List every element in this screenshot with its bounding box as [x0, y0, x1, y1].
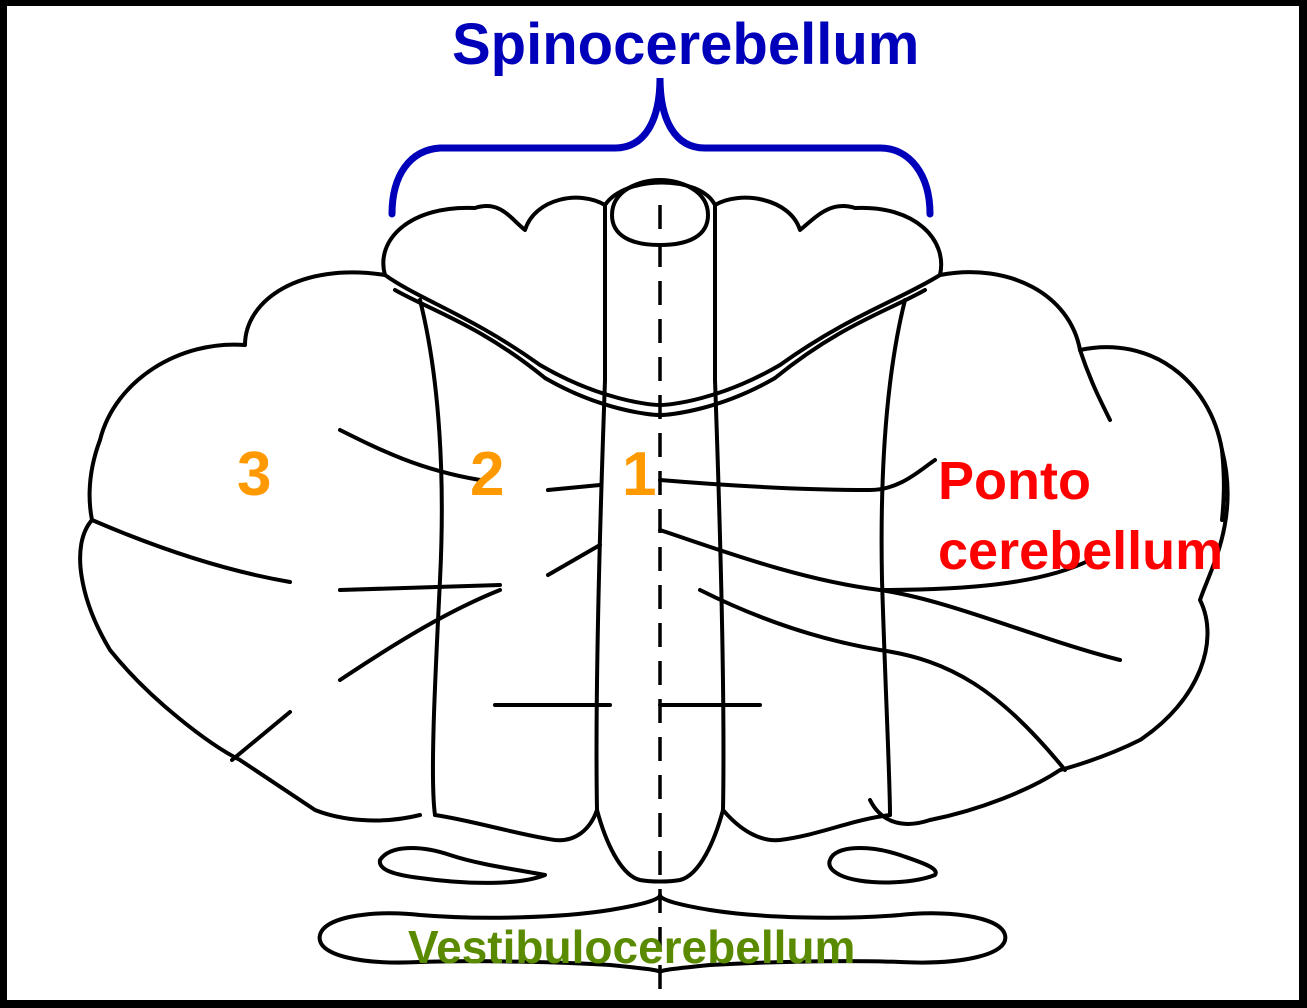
fissure-right-1 [660, 460, 935, 490]
vermis-right [715, 205, 723, 810]
fissure-left-4 [340, 590, 500, 680]
tonsil-left [380, 848, 545, 883]
zone-3-label: 3 [237, 444, 271, 506]
bottom-curve-right [723, 810, 890, 840]
zone-2-label: 2 [470, 444, 504, 506]
spinocerebellum-label: Spinocerebellum [452, 16, 919, 74]
fissure-right-6 [1080, 350, 1110, 420]
fissure-right-5 [880, 590, 1120, 660]
paravermis-left [420, 300, 442, 815]
spinocerebellum-brace [392, 78, 930, 214]
fissure-left-5 [232, 712, 290, 760]
bottom-curve-left [435, 810, 597, 840]
fissure-left-2 [92, 520, 290, 582]
frame-top [0, 0, 1307, 6]
pontocerebellum-label: Ponto cerebellum [938, 446, 1223, 586]
fissure-left-1 [340, 430, 480, 480]
vermis-left [597, 205, 605, 810]
paravermis-right [882, 300, 905, 815]
zone-1-label: 1 [622, 444, 656, 506]
frame-bottom [0, 1000, 1307, 1008]
pontocerebellum-label-line1: Ponto [938, 446, 1223, 516]
vestibulocerebellum-label: Vestibulocerebellum [408, 924, 855, 970]
frame-right [1299, 0, 1307, 1008]
fissure-left-7 [548, 545, 600, 575]
top-cap [385, 275, 940, 405]
tonsil-right [829, 848, 935, 882]
pontocerebellum-label-line2: cerebellum [938, 516, 1223, 586]
fissure-left-3 [340, 585, 500, 590]
frame-left [0, 0, 7, 1008]
fissure-left-6 [548, 485, 600, 490]
